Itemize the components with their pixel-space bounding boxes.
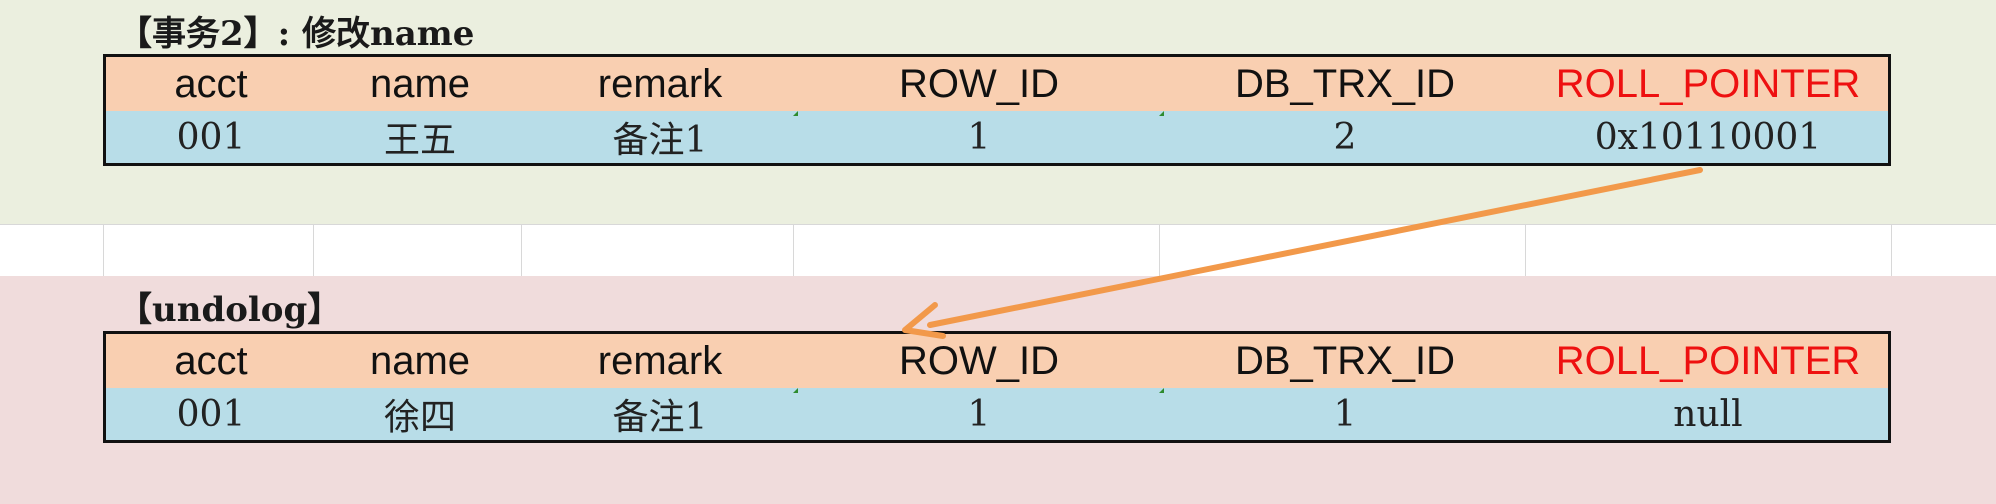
grid-line (521, 0, 522, 504)
grid-line (1891, 0, 1892, 504)
cell-remark: 备注1 (612, 397, 708, 438)
arrow-line (927, 167, 1703, 328)
header-roll-pointer: ROLL_POINTER (1555, 338, 1861, 383)
cell-row-id: 1 (967, 116, 991, 158)
cell-db-trx-id: 2 (1333, 116, 1357, 158)
transaction-panel: 【事务2】: 修改name acct name remark ROW_ID DB… (0, 0, 1996, 224)
header-db-trx-id: DB_TRX_ID (1234, 338, 1456, 383)
grid-line (313, 0, 314, 504)
table-row: 001 徐四 备注1 1 1 null (106, 388, 1888, 440)
header-roll-pointer: ROLL_POINTER (1555, 61, 1861, 106)
header-name: name (369, 338, 471, 383)
header-name: name (369, 61, 471, 106)
cell-comment-marker (793, 111, 798, 116)
undolog-panel: 【undolog】 acct name remark ROW_ID DB_TRX… (0, 276, 1996, 504)
cell-roll-pointer: 0x10110001 (1594, 116, 1822, 158)
grid-line (0, 224, 1996, 225)
header-db-trx-id: DB_TRX_ID (1234, 61, 1456, 106)
table-header-row: acct name remark ROW_ID DB_TRX_ID ROLL_P… (106, 57, 1888, 111)
cell-comment-marker (793, 388, 798, 393)
grid-line (1159, 0, 1160, 504)
table-row: 001 王五 备注1 1 2 0x10110001 (106, 111, 1888, 163)
cell-comment-marker (1159, 388, 1164, 393)
cell-db-trx-id: 1 (1333, 393, 1357, 435)
header-row-id: ROW_ID (899, 61, 1059, 106)
transaction-table: acct name remark ROW_ID DB_TRX_ID ROLL_P… (103, 54, 1891, 166)
cell-acct: 001 (176, 116, 246, 158)
cell-remark: 备注1 (612, 120, 708, 161)
cell-comment-marker (1159, 111, 1164, 116)
header-acct: acct (174, 61, 248, 106)
grid-line (103, 0, 104, 504)
header-remark: remark (597, 61, 723, 106)
transaction-caption: 【事务2】: 修改name (118, 14, 475, 54)
grid-line (1525, 0, 1526, 504)
cell-acct: 001 (176, 393, 246, 435)
cell-row-id: 1 (967, 393, 991, 435)
cell-name: 徐四 (383, 397, 456, 438)
table-header-row: acct name remark ROW_ID DB_TRX_ID ROLL_P… (106, 334, 1888, 388)
header-row-id: ROW_ID (899, 338, 1059, 383)
cell-roll-pointer: null (1673, 393, 1743, 435)
undolog-table: acct name remark ROW_ID DB_TRX_ID ROLL_P… (103, 331, 1891, 443)
header-remark: remark (597, 338, 723, 383)
cell-name: 王五 (383, 120, 456, 161)
undolog-caption: 【undolog】 (118, 290, 342, 330)
grid-line (793, 0, 794, 504)
arrow-head (902, 302, 946, 339)
header-acct: acct (174, 338, 248, 383)
